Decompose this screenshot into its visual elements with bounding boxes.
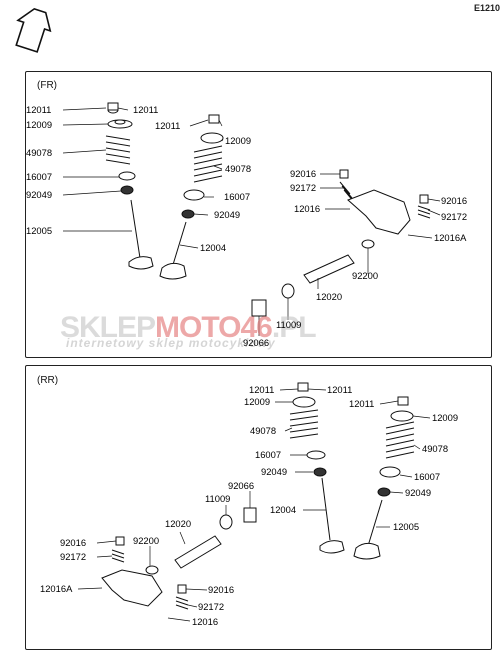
part-number[interactable]: 12009 — [432, 412, 459, 423]
part-number[interactable]: 92049 — [261, 466, 288, 477]
part-number[interactable]: 92016 — [60, 537, 87, 548]
part-number[interactable]: 11009 — [276, 319, 302, 330]
part-number[interactable]: 92200 — [352, 270, 379, 281]
part-number[interactable]: 16007 — [224, 191, 251, 202]
part-number[interactable]: 49078 — [26, 147, 53, 158]
part-number[interactable]: 16007 — [255, 449, 282, 460]
part-number[interactable]: 92066 — [243, 337, 270, 348]
part-number[interactable]: 12016A — [434, 232, 467, 243]
rear-panel — [25, 365, 492, 650]
part-number[interactable]: 12011 — [349, 398, 375, 409]
watermark-subtitle: internetowy sklep motocyklowy — [66, 336, 276, 350]
part-number[interactable]: 92049 — [26, 189, 53, 200]
part-number[interactable]: 16007 — [26, 171, 53, 182]
part-number[interactable]: 12011 — [327, 384, 353, 395]
part-number[interactable]: 12016 — [294, 203, 321, 214]
part-number[interactable]: 92066 — [228, 480, 255, 491]
part-number[interactable]: 12020 — [165, 518, 192, 529]
part-number[interactable]: 92016 — [290, 168, 317, 179]
front-panel-title: (FR) — [37, 80, 57, 91]
front-arrow-icon — [15, 8, 52, 53]
part-number[interactable]: 92172 — [198, 601, 225, 612]
part-number[interactable]: 92200 — [133, 535, 160, 546]
part-number[interactable]: 92049 — [214, 209, 241, 220]
part-number[interactable]: 12016 — [192, 616, 219, 627]
part-number[interactable]: 49078 — [225, 163, 252, 174]
part-number[interactable]: 92049 — [405, 487, 432, 498]
part-number[interactable]: 92016 — [208, 584, 235, 595]
part-number[interactable]: 12011 — [26, 104, 52, 115]
diagram-code: E1210 — [473, 3, 500, 13]
part-number[interactable]: 12004 — [270, 504, 297, 515]
part-number[interactable]: 12011 — [155, 120, 181, 131]
part-number[interactable]: 12004 — [200, 242, 227, 253]
part-number[interactable]: 12009 — [26, 119, 53, 130]
front-panel — [25, 71, 492, 358]
watermark: SKLEPMOTO46.PL — [60, 311, 317, 344]
part-number[interactable]: 49078 — [422, 443, 449, 454]
part-number[interactable]: 12011 — [249, 384, 275, 395]
part-number[interactable]: 92172 — [60, 551, 87, 562]
part-number[interactable]: 11009 — [205, 493, 231, 504]
part-number[interactable]: 12009 — [244, 396, 271, 407]
part-number[interactable]: 92172 — [441, 211, 468, 222]
part-number[interactable]: 16007 — [414, 471, 441, 482]
part-number[interactable]: 12011 — [133, 104, 159, 115]
part-number[interactable]: 92172 — [290, 182, 317, 193]
part-number[interactable]: 12005 — [26, 225, 53, 236]
rear-panel-title: (RR) — [37, 375, 59, 386]
part-number[interactable]: 12005 — [393, 521, 420, 532]
part-number[interactable]: 92016 — [441, 195, 468, 206]
part-number[interactable]: 49078 — [250, 425, 277, 436]
part-number[interactable]: 12016A — [40, 583, 73, 594]
part-number[interactable]: 12009 — [225, 135, 252, 146]
part-number[interactable]: 12020 — [316, 291, 343, 302]
